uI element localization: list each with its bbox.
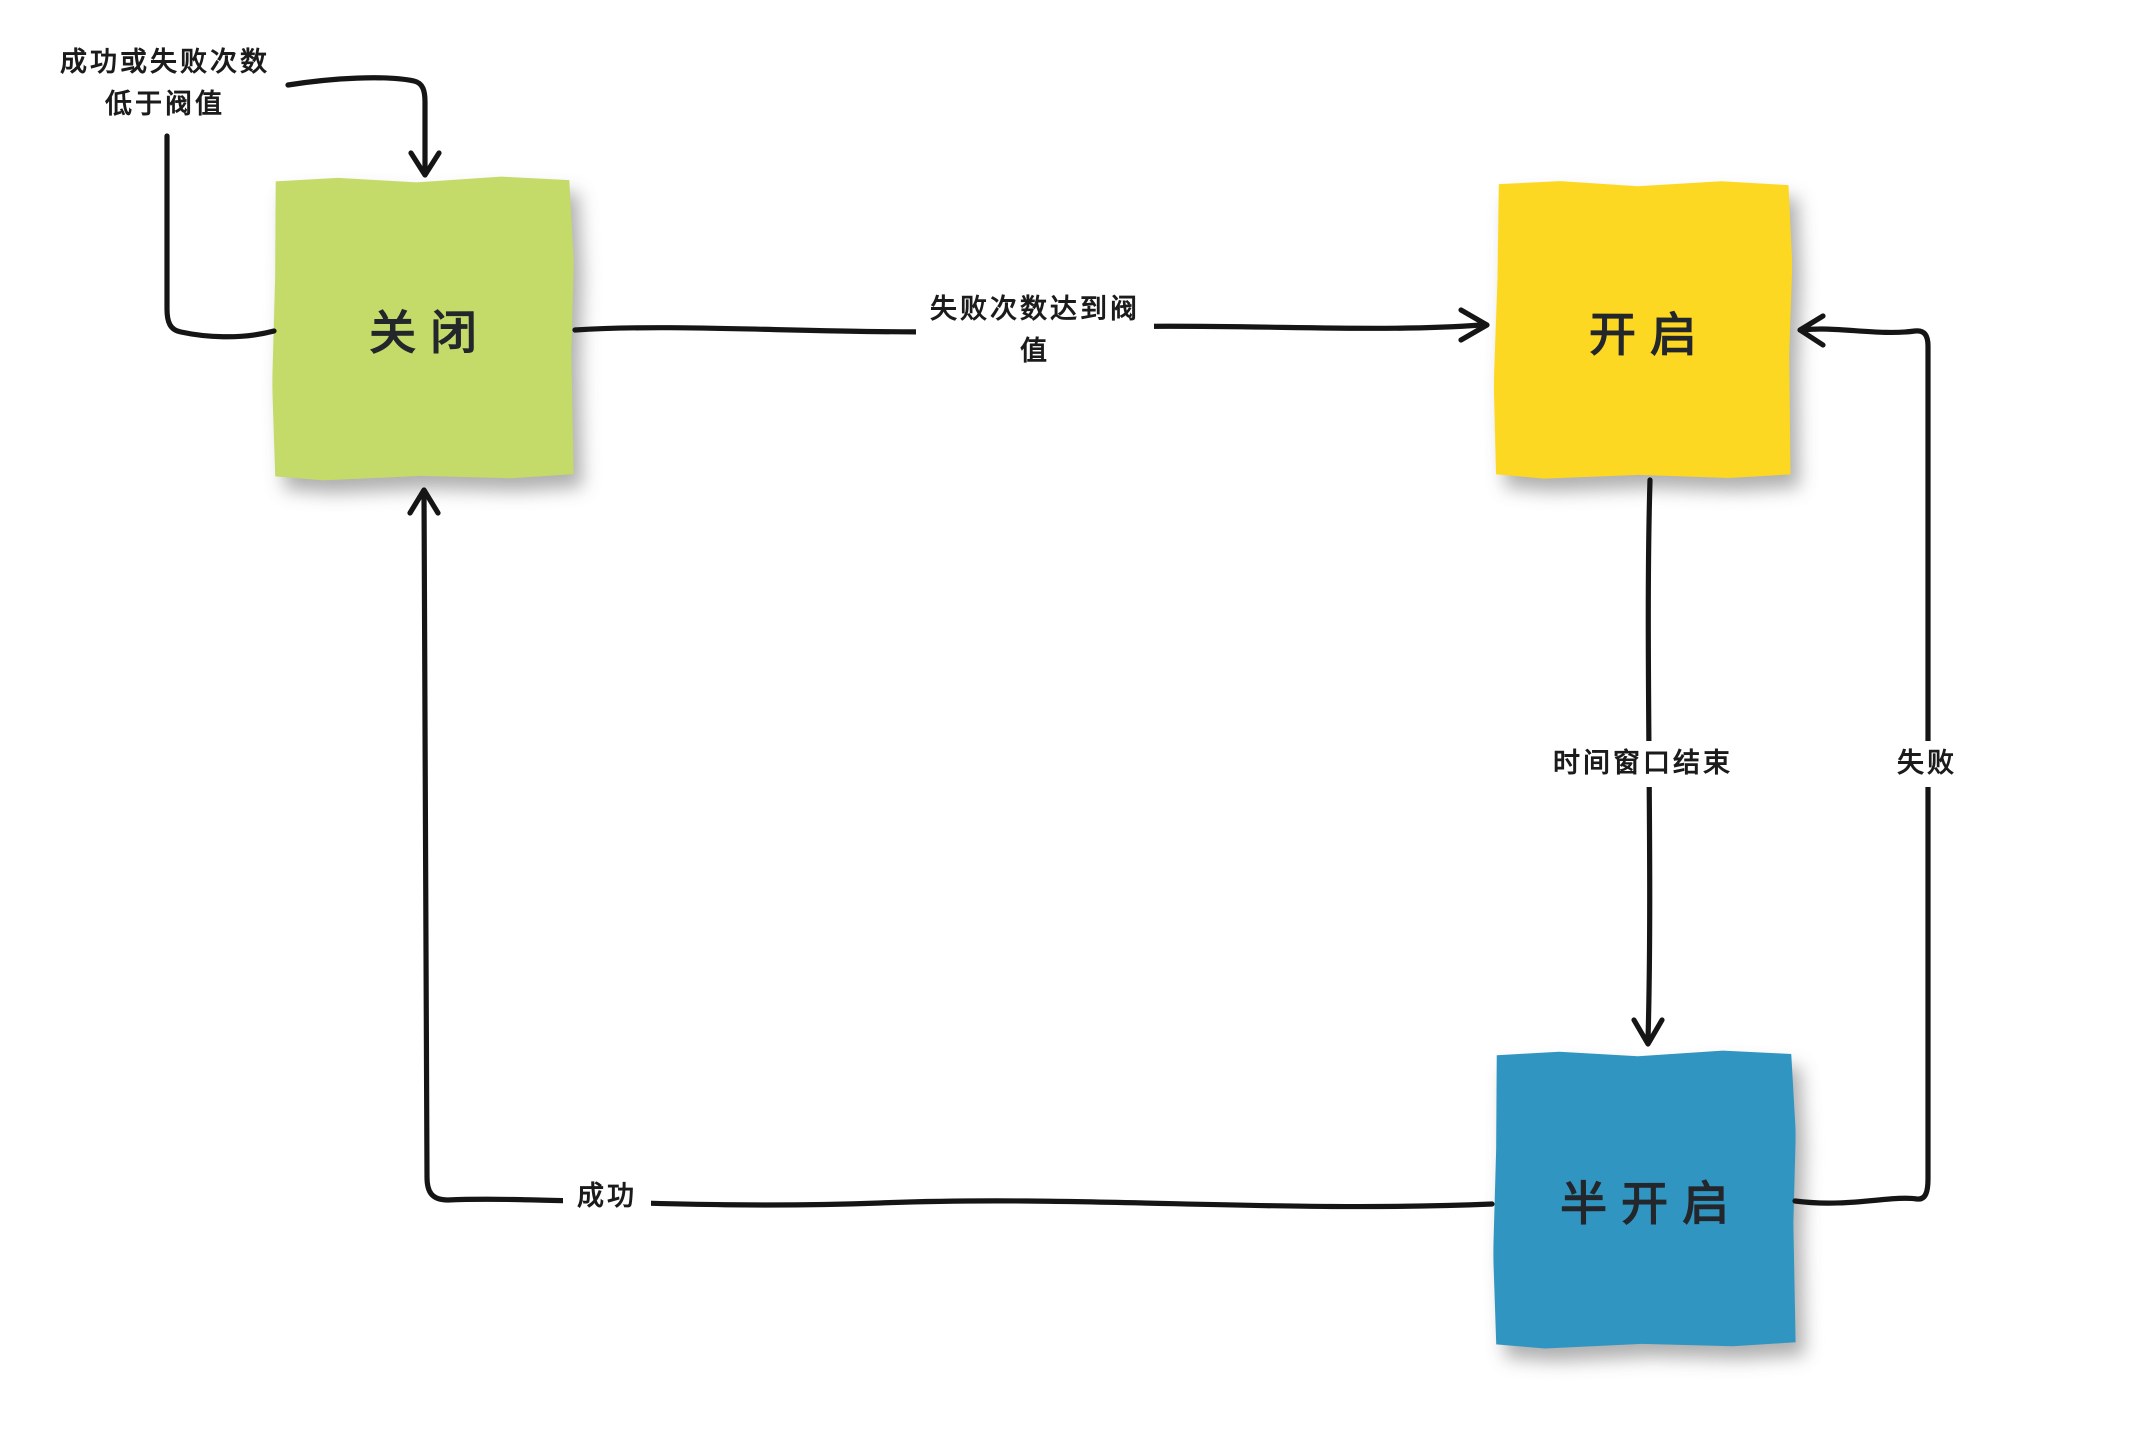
arrowhead-into-half-open-top	[1631, 1017, 1665, 1047]
edge-half-open-to-closed	[421, 489, 1495, 1210]
arrowhead-into-open-left	[1458, 307, 1490, 343]
edge-half-open-to-open	[1792, 326, 1931, 1206]
transition-label-failure: 失败	[1883, 741, 1971, 787]
transition-label-below-threshold: 成功或失败次数 低于阀值	[60, 47, 270, 120]
transition-label-time-window-end: 时间窗口结束	[1539, 741, 1747, 787]
edge-closed-self-loop-top	[285, 75, 428, 174]
transition-label-failures-reach-threshold: 失败次数达到阀 值	[916, 287, 1154, 375]
arrowhead-into-closed-top	[408, 150, 442, 178]
transition-label-success: 成功	[563, 1174, 651, 1220]
arrowhead-into-closed-bottom	[407, 487, 441, 516]
arrowhead-into-open-right	[1797, 313, 1826, 348]
edge-closed-self-loop-left	[164, 133, 277, 340]
